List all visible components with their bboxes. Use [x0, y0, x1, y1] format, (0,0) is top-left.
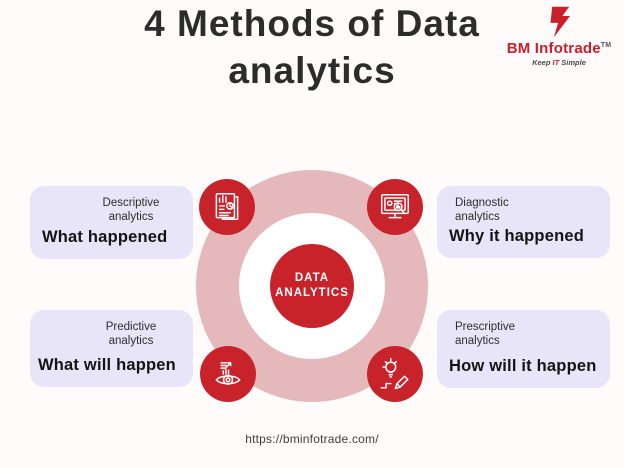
card-heading: How will it happen: [449, 357, 597, 375]
node-prescriptive: [367, 346, 423, 402]
bulb-pencil-icon: [380, 358, 409, 390]
trademark-symbol: TM: [600, 42, 612, 49]
card-heading: What happened: [42, 228, 168, 246]
data-analytics-center-badge: DATA ANALYTICS: [270, 244, 354, 328]
center-label-line1: DATA: [294, 272, 330, 284]
brand-logo: BM InfotradeTM Keep IT Simple: [500, 5, 618, 67]
card-label: Diagnostic analytics: [455, 197, 509, 223]
footer-url: https://bminfotrade.com/: [245, 432, 379, 446]
tagline-accent: IT: [552, 58, 560, 67]
card-diagnostic-analytics: Diagnostic analytics Why it happened: [437, 186, 610, 258]
card-predictive-analytics: Predictive analytics What will happen: [30, 310, 193, 387]
eye-forecast-icon: [215, 362, 241, 386]
card-heading: Why it happened: [449, 227, 584, 245]
node-descriptive: [199, 179, 255, 235]
page-title-line1: 4 Methods of Data: [144, 3, 480, 44]
card-label: Predictive analytics: [105, 321, 157, 347]
card-prescriptive-analytics: Prescriptive analytics How will it happe…: [437, 310, 610, 388]
page-title-line2: analytics: [228, 50, 396, 91]
card-descriptive-analytics: Descriptive analytics What happened: [30, 186, 193, 259]
brand-tagline: Keep IT Simple: [500, 58, 618, 67]
brand-name: BM InfotradeTM: [500, 40, 618, 57]
brand-name-text: BM Infotrade: [506, 40, 601, 57]
card-label: Descriptive analytics: [102, 197, 160, 223]
tagline-post: Simple: [559, 58, 586, 67]
bm-infotrade-logo-icon: [550, 6, 571, 38]
report-chart-icon: [215, 192, 239, 220]
monitor-search-icon: [380, 194, 410, 219]
center-label-line2: ANALYTICS: [275, 287, 349, 299]
page-title: 4 Methods of Data analytics: [0, 0, 624, 94]
tagline-pre: Keep: [532, 58, 553, 67]
card-heading: What will happen: [38, 356, 176, 374]
card-label: Prescriptive analytics: [455, 321, 516, 347]
node-predictive: [200, 346, 256, 402]
node-diagnostic: [367, 179, 423, 235]
